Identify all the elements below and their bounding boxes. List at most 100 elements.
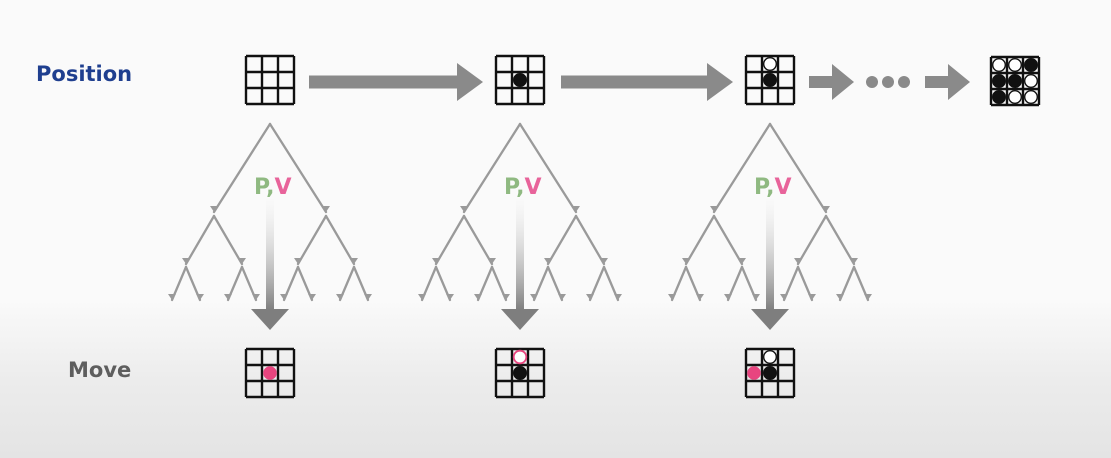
search-tree-1: [168, 122, 372, 302]
tree-tip: [238, 258, 246, 264]
search-trees: [168, 122, 872, 302]
arrow-head: [501, 309, 539, 330]
white-stone: [763, 57, 778, 72]
search-result-arrow-3: [751, 192, 789, 330]
value-label: V: [774, 175, 791, 200]
tree-tip: [446, 294, 454, 300]
search-tree-2: [418, 122, 622, 302]
arrow-shaft: [266, 192, 274, 310]
move-stone: [263, 366, 277, 380]
pv-label-3: P,V: [754, 175, 791, 200]
tree-tip: [738, 258, 746, 264]
pv-label-1: P,V: [254, 175, 291, 200]
move-row-label: Move: [68, 358, 132, 382]
move-stone: [512, 349, 528, 365]
tree-tip: [196, 294, 204, 300]
arrow-head: [832, 64, 854, 100]
black-stone: [992, 73, 1007, 88]
tree-tip: [322, 206, 330, 212]
tree-tip: [724, 294, 732, 300]
position-board-1: [244, 54, 296, 106]
next-position-arrow-2: [561, 63, 733, 101]
ellipsis-dot: [898, 76, 910, 88]
white-stone: [763, 350, 778, 365]
tree-tip: [864, 294, 872, 300]
value-label: V: [274, 175, 291, 200]
next-position-arrow-1: [309, 63, 483, 101]
tree-tip: [432, 258, 440, 264]
tree-tip: [822, 206, 830, 212]
tree-tip: [668, 294, 676, 300]
tree-tip: [710, 206, 718, 212]
tree-tip: [474, 294, 482, 300]
arrow-shaft: [809, 76, 833, 88]
tree-tip: [182, 258, 190, 264]
tree-tip: [252, 294, 260, 300]
tree-tip: [488, 258, 496, 264]
white-stone: [1023, 73, 1038, 88]
arrow-shaft: [561, 75, 708, 89]
boards: [244, 54, 1041, 399]
arrow-shaft: [309, 75, 458, 89]
tree-tip: [280, 294, 288, 300]
tree-tip: [850, 258, 858, 264]
black-stone: [1023, 58, 1038, 73]
policy-label: P: [504, 175, 520, 200]
tree-tip: [168, 294, 176, 300]
white-stone: [1023, 89, 1038, 104]
pv-separator: ,: [766, 175, 774, 200]
tree-tip: [696, 294, 704, 300]
position-board-3: [744, 54, 796, 106]
tree-edge: [712, 214, 744, 266]
tree-edge: [574, 214, 606, 266]
tree-edge: [546, 214, 578, 266]
black-stone: [513, 72, 528, 87]
tree-edge: [462, 214, 494, 266]
ellipsis: [866, 76, 910, 88]
tree-edge: [296, 214, 328, 266]
tree-edge: [768, 122, 828, 214]
arrow-shaft: [925, 76, 949, 88]
white-stone: [992, 58, 1007, 73]
final-position-board: [989, 55, 1041, 107]
ellipsis-dot: [882, 76, 894, 88]
tree-tip: [460, 206, 468, 212]
search-tree-3: [668, 122, 872, 302]
tree-tip: [600, 258, 608, 264]
pv-separator: ,: [516, 175, 524, 200]
tree-edge: [268, 122, 328, 214]
tree-edge: [184, 214, 216, 266]
arrow-head: [457, 63, 483, 101]
tree-tip: [794, 258, 802, 264]
tree-tip: [418, 294, 426, 300]
ellipsis-dot: [866, 76, 878, 88]
tree-tip: [752, 294, 760, 300]
sequence-arrows: [251, 63, 970, 330]
move-stone: [747, 366, 761, 380]
arrow-head: [707, 63, 733, 101]
white-stone: [1008, 89, 1023, 104]
tree-edge: [684, 214, 716, 266]
tree-tip: [836, 294, 844, 300]
position-row-label: Position: [36, 62, 133, 86]
move-board-1: [244, 347, 296, 399]
arrow-shaft: [766, 192, 774, 310]
black-stone: [992, 89, 1007, 104]
move-board-3: [744, 347, 796, 399]
tree-edge: [212, 122, 272, 214]
tree-tip: [614, 294, 622, 300]
tree-tip: [364, 294, 372, 300]
tree-tip: [502, 294, 510, 300]
tree-edge: [324, 214, 356, 266]
tree-tip: [682, 258, 690, 264]
policy-label: P: [754, 175, 770, 200]
tree-tip: [808, 294, 816, 300]
search-result-arrow-1: [251, 192, 289, 330]
arrow-head: [251, 309, 289, 330]
tree-edge: [712, 122, 772, 214]
black-stone: [513, 366, 528, 381]
tree-tip: [586, 294, 594, 300]
next-position-arrow-4: [925, 64, 970, 100]
arrow-head: [948, 64, 970, 100]
